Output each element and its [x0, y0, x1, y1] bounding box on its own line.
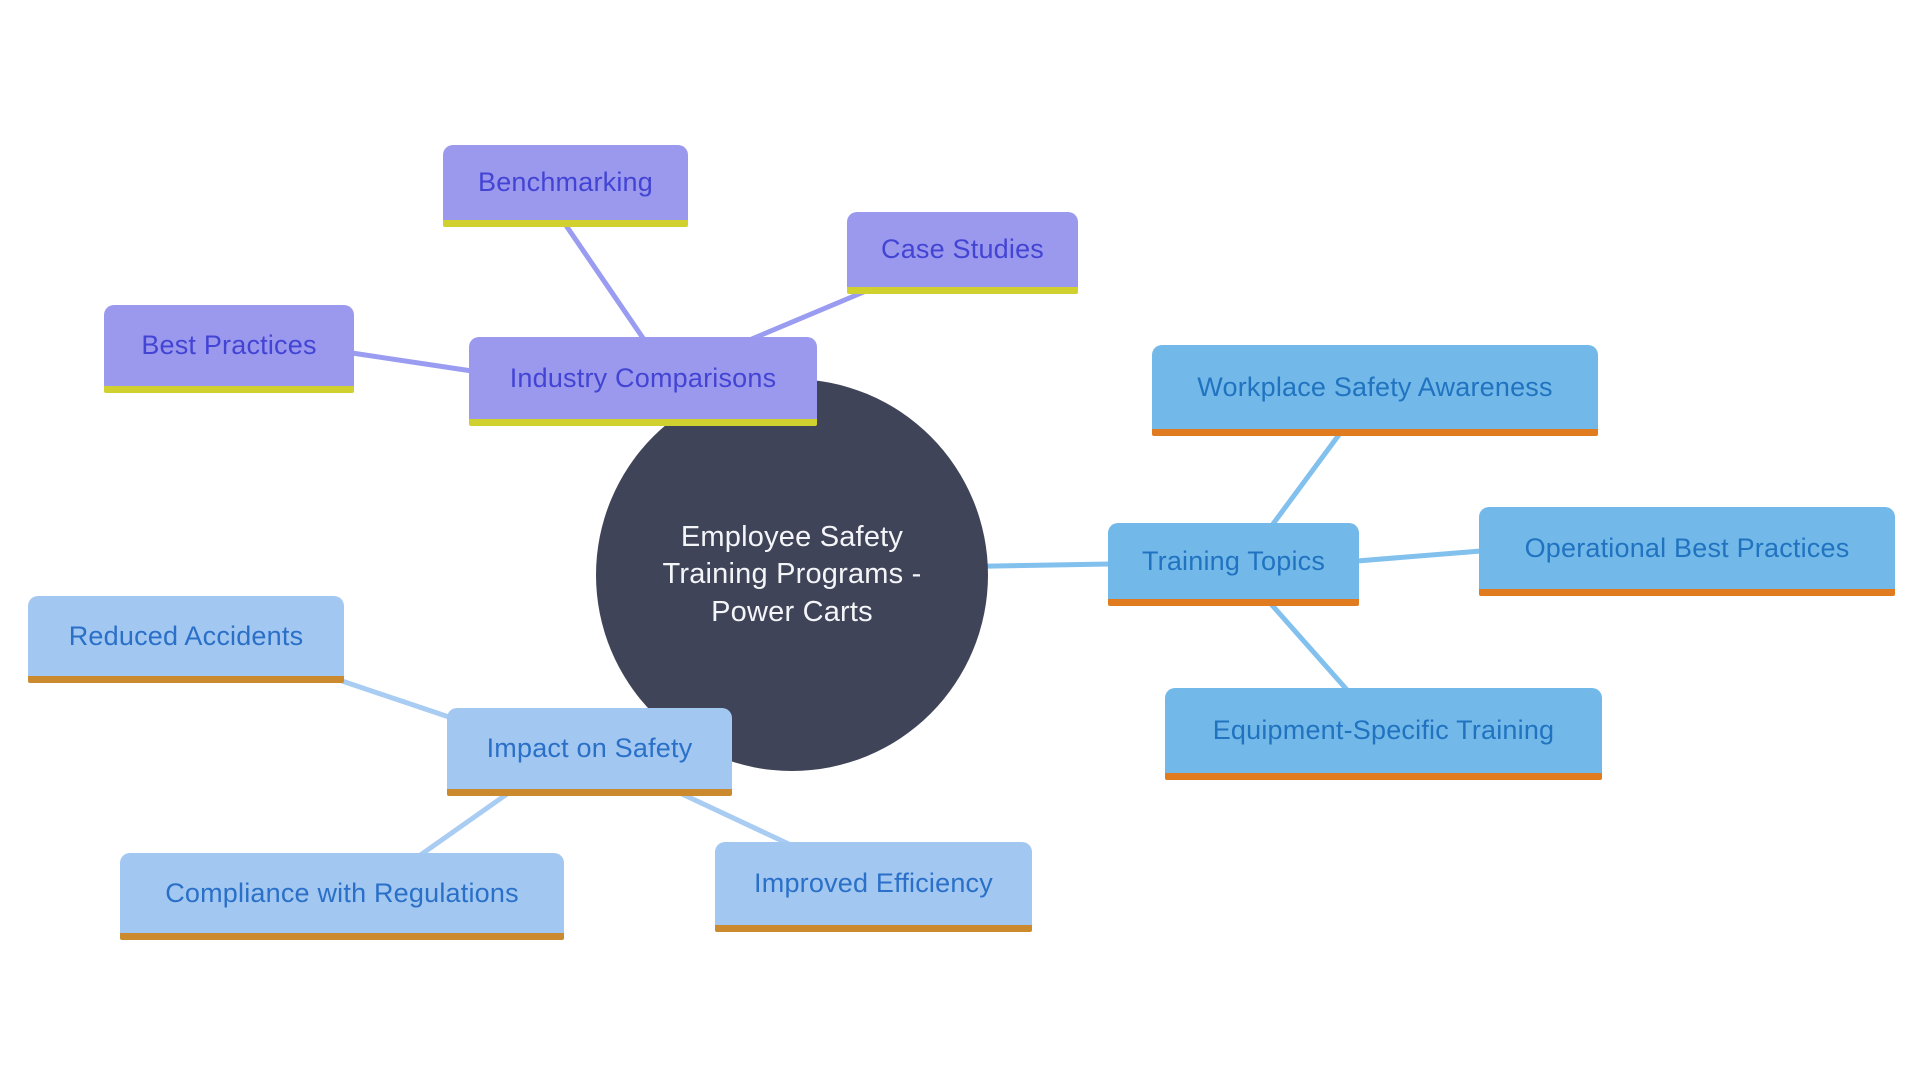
node-industry-comparisons-label: Industry Comparisons	[509, 362, 777, 393]
node-impact-on-safety: Impact on Safety	[447, 708, 732, 796]
node-best-practices-label: Best Practices	[141, 330, 317, 360]
node-equipment-specific-training: Equipment-Specific Training	[1165, 688, 1602, 780]
central-topic-circle: Employee Safety Training Programs - Powe…	[596, 379, 988, 771]
node-training-topics-label: Training Topics	[1141, 545, 1326, 576]
central-topic-label: Employee Safety Training Programs - Powe…	[662, 521, 922, 628]
node-reduced-accidents: Reduced Accidents	[28, 596, 344, 683]
node-improved-efficiency: Improved Efficiency	[715, 842, 1032, 932]
node-impact-on-safety-label: Impact on Safety	[486, 733, 693, 763]
node-compliance-with-regulations-label: Compliance with Regulations	[165, 877, 519, 908]
node-operational-best-practices-label: Operational Best Practices	[1524, 532, 1850, 563]
node-workplace-safety-awareness: Workplace Safety Awareness	[1152, 345, 1598, 436]
purple-connectors	[349, 221, 869, 374]
edge-trainingtopics-workplace	[1270, 429, 1344, 527]
node-operational-best-practices: Operational Best Practices	[1479, 507, 1895, 596]
edge-impact-compliance	[416, 791, 510, 859]
node-reduced-accidents-label: Reduced Accidents	[68, 620, 304, 651]
node-workplace-safety-awareness-label: Workplace Safety Awareness	[1197, 371, 1553, 402]
node-benchmarking-label: Benchmarking	[478, 167, 653, 197]
node-training-topics: Training Topics	[1108, 523, 1359, 606]
edge-casestudies-industry	[744, 288, 869, 344]
node-best-practices: Best Practices	[104, 305, 354, 393]
edge-impact-improvedefficiency	[679, 791, 796, 849]
edge-bestpractices-industry	[349, 350, 475, 374]
node-benchmarking: Benchmarking	[443, 145, 688, 227]
node-improved-efficiency-label: Improved Efficiency	[754, 868, 993, 898]
edge-benchmarking-industry	[562, 221, 648, 344]
edge-trainingtopics-equipment	[1268, 601, 1351, 694]
node-compliance-with-regulations: Compliance with Regulations	[120, 853, 564, 940]
node-case-studies: Case Studies	[847, 212, 1078, 294]
node-case-studies-label: Case Studies	[881, 234, 1044, 264]
edge-trainingtopics-operational	[1354, 548, 1484, 564]
node-equipment-specific-training-label: Equipment-Specific Training	[1212, 715, 1555, 745]
edge-impact-reducedaccidents	[339, 678, 452, 720]
node-industry-comparisons: Industry Comparisons	[469, 337, 817, 426]
